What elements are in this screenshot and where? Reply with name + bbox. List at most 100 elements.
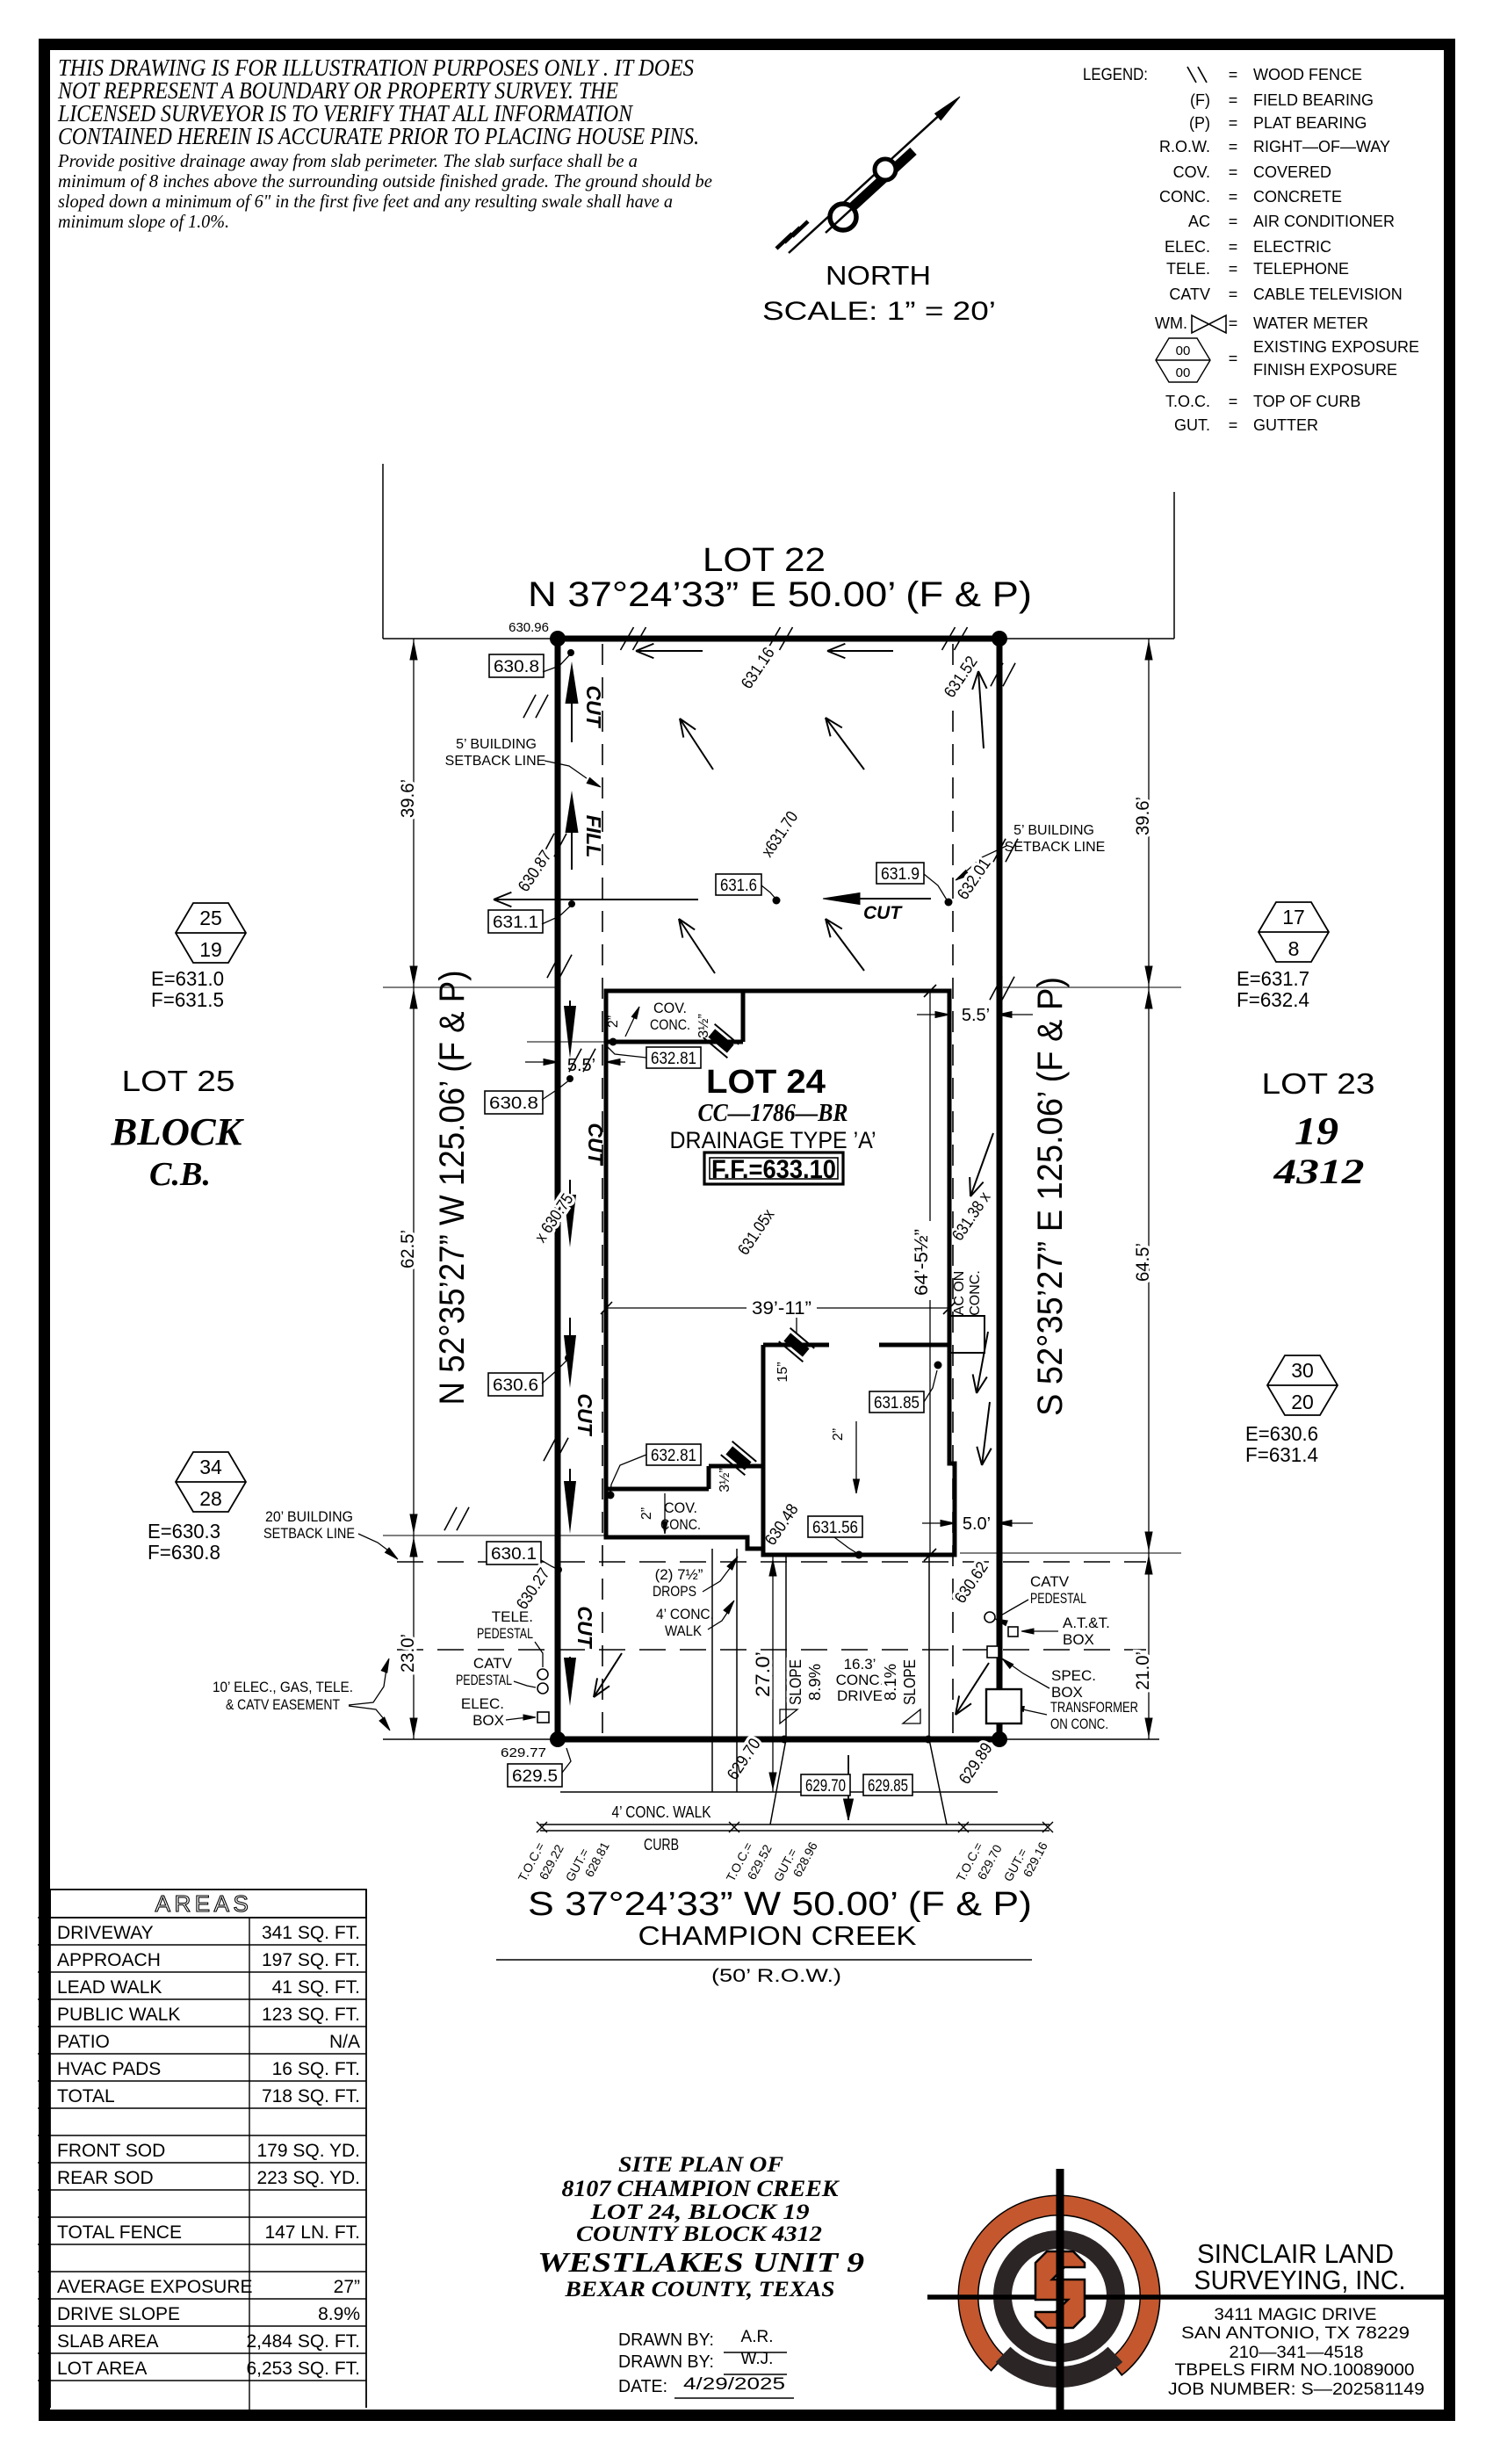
svg-text:CONC.: CONC. bbox=[660, 1516, 701, 1533]
svg-text:DROPS: DROPS bbox=[653, 1583, 696, 1600]
svg-text:20’ BUILDING: 20’ BUILDING bbox=[265, 1508, 353, 1525]
svg-text:ELEC.: ELEC. bbox=[461, 1695, 504, 1712]
svg-text:=: = bbox=[1229, 91, 1238, 109]
svg-text:E=630.6: E=630.6 bbox=[1245, 1422, 1318, 1445]
svg-text:N 37°24’33” E 50.00’ (F & P): N 37°24’33” E 50.00’ (F & P) bbox=[528, 575, 1032, 614]
svg-text:(2) 7½”: (2) 7½” bbox=[655, 1566, 703, 1583]
svg-text:DATE:: DATE: bbox=[618, 2377, 667, 2396]
svg-text:SETBACK LINE: SETBACK LINE bbox=[445, 754, 546, 769]
svg-text:5’ BUILDING: 5’ BUILDING bbox=[456, 737, 537, 752]
svg-text:AC ON: AC ON bbox=[952, 1271, 967, 1316]
svg-text:=: = bbox=[1229, 188, 1238, 206]
svg-text:21.0’: 21.0’ bbox=[1133, 1651, 1153, 1690]
svg-text:DRIVE SLOPE: DRIVE SLOPE bbox=[57, 2304, 180, 2324]
svg-text:E=630.3: E=630.3 bbox=[148, 1520, 220, 1543]
svg-text:TRANSFORMER: TRANSFORMER bbox=[1050, 1699, 1138, 1716]
svg-text:2,484 SQ. FT.: 2,484 SQ. FT. bbox=[246, 2331, 360, 2352]
svg-text:16.3’: 16.3’ bbox=[844, 1656, 876, 1673]
svg-text:(F): (F) bbox=[1190, 91, 1210, 109]
svg-text:DRIVEWAY: DRIVEWAY bbox=[57, 1923, 154, 1943]
svg-text:& CATV EASEMENT: & CATV EASEMENT bbox=[226, 1696, 340, 1713]
svg-text:LOT 22: LOT 22 bbox=[703, 542, 826, 579]
svg-text:630.8: 630.8 bbox=[494, 658, 539, 676]
svg-text:TOP OF CURB: TOP OF CURB bbox=[1253, 393, 1360, 410]
svg-text:sloped down a minimum of 6" in: sloped down a minimum of 6" in the first… bbox=[58, 191, 673, 212]
svg-text:ON CONC.: ON CONC. bbox=[1050, 1716, 1108, 1732]
svg-text:PEDESTAL: PEDESTAL bbox=[1030, 1590, 1086, 1607]
svg-text:CATV: CATV bbox=[1030, 1573, 1070, 1590]
svg-text:LEAD WALK: LEAD WALK bbox=[57, 1977, 162, 1998]
svg-text:SETBACK LINE: SETBACK LINE bbox=[263, 1525, 355, 1542]
svg-text:TOTAL: TOTAL bbox=[57, 2086, 115, 2106]
svg-text:COVERED: COVERED bbox=[1253, 163, 1331, 181]
svg-text:179 SQ. YD.: 179 SQ. YD. bbox=[256, 2141, 360, 2161]
svg-text:632.81: 632.81 bbox=[651, 1447, 696, 1465]
svg-text:629.77: 629.77 bbox=[501, 1745, 546, 1760]
svg-text:631.1: 631.1 bbox=[493, 914, 538, 932]
svg-text:(50’ R.O.W.): (50’ R.O.W.) bbox=[711, 1966, 841, 1986]
svg-text:39.6’: 39.6’ bbox=[398, 779, 418, 818]
svg-text:TBPELS FIRM NO.10089000: TBPELS FIRM NO.10089000 bbox=[1175, 2361, 1415, 2380]
svg-text:631.85: 631.85 bbox=[874, 1394, 920, 1413]
svg-text:=: = bbox=[1229, 260, 1238, 278]
svg-text:64.5’: 64.5’ bbox=[1133, 1243, 1153, 1282]
svg-text:629.70: 629.70 bbox=[805, 1777, 846, 1796]
svg-text:COUNTY BLOCK 4312: COUNTY BLOCK 4312 bbox=[576, 2222, 822, 2246]
svg-text:=: = bbox=[1229, 138, 1238, 155]
svg-text:JOB NUMBER: S—202581149: JOB NUMBER: S—202581149 bbox=[1168, 2381, 1424, 2399]
svg-text:WATER METER: WATER METER bbox=[1253, 314, 1368, 332]
svg-text:CONTAINED HEREIN IS ACCURATE P: CONTAINED HEREIN IS ACCURATE PRIOR TO PL… bbox=[58, 123, 699, 149]
svg-text:6,253 SQ. FT.: 6,253 SQ. FT. bbox=[246, 2359, 360, 2379]
svg-text:TELE.: TELE. bbox=[1166, 260, 1210, 278]
svg-text:=: = bbox=[1229, 114, 1238, 132]
svg-text:REAR SOD: REAR SOD bbox=[57, 2168, 154, 2188]
svg-text:CURB: CURB bbox=[644, 1836, 679, 1853]
svg-text:SPEC.: SPEC. bbox=[1051, 1667, 1096, 1684]
svg-text:LOT 24, BLOCK 19: LOT 24, BLOCK 19 bbox=[589, 2200, 810, 2224]
svg-text:PATIO: PATIO bbox=[57, 2032, 110, 2052]
svg-text:BOX: BOX bbox=[472, 1712, 504, 1729]
svg-text:41 SQ. FT.: 41 SQ. FT. bbox=[272, 1977, 360, 1998]
svg-text:15”: 15” bbox=[775, 1362, 790, 1382]
svg-text:CATV: CATV bbox=[1169, 285, 1210, 303]
svg-text:4/29/2025: 4/29/2025 bbox=[683, 2375, 785, 2394]
svg-text:=: = bbox=[1229, 285, 1238, 303]
svg-text:CUT: CUT bbox=[573, 1393, 596, 1436]
svg-text:2”: 2” bbox=[606, 1015, 621, 1028]
svg-text:SITE PLAN OF: SITE PLAN OF bbox=[618, 2153, 783, 2177]
svg-text:THIS DRAWING IS FOR ILLUSTRATI: THIS DRAWING IS FOR ILLUSTRATION PURPOSE… bbox=[58, 54, 694, 81]
svg-text:AC: AC bbox=[1188, 213, 1210, 230]
svg-text:Provide positive drainage away: Provide positive drainage away from slab… bbox=[57, 150, 638, 171]
svg-text:RIGHT—OF—WAY: RIGHT—OF—WAY bbox=[1253, 138, 1390, 155]
svg-text:39’-11”: 39’-11” bbox=[752, 1298, 811, 1319]
svg-text:BOX: BOX bbox=[1051, 1684, 1083, 1701]
svg-text:=: = bbox=[1229, 238, 1238, 256]
svg-text:F=630.8: F=630.8 bbox=[148, 1541, 220, 1564]
svg-text:LOT 25: LOT 25 bbox=[122, 1065, 235, 1097]
svg-text:APPROACH: APPROACH bbox=[57, 1950, 161, 1970]
svg-text:CONCRETE: CONCRETE bbox=[1253, 188, 1342, 206]
svg-text:8.1%: 8.1% bbox=[882, 1664, 899, 1701]
svg-text:3½”: 3½” bbox=[718, 1468, 732, 1492]
svg-text:3½”: 3½” bbox=[696, 1014, 711, 1038]
svg-text:BEXAR COUNTY, TEXAS: BEXAR COUNTY, TEXAS bbox=[564, 2278, 834, 2301]
svg-text:LOT AREA: LOT AREA bbox=[57, 2359, 147, 2379]
svg-text:5.5’: 5.5’ bbox=[567, 1056, 595, 1075]
svg-text:631.56: 631.56 bbox=[812, 1519, 858, 1537]
svg-text:CONC.: CONC. bbox=[1159, 188, 1210, 206]
svg-text:AREAS: AREAS bbox=[155, 1890, 253, 1917]
svg-text:COV.: COV. bbox=[653, 1000, 687, 1016]
svg-text:minimum slope of 1.0%.: minimum slope of 1.0%. bbox=[58, 211, 229, 232]
svg-text:CONC.: CONC. bbox=[650, 1016, 690, 1033]
svg-text:FIELD BEARING: FIELD BEARING bbox=[1253, 91, 1374, 109]
svg-text:GUT.: GUT. bbox=[1174, 416, 1210, 434]
svg-text:FINISH EXPOSURE: FINISH EXPOSURE bbox=[1253, 361, 1397, 379]
svg-text:PEDESTAL: PEDESTAL bbox=[477, 1625, 533, 1642]
svg-text:TELE.: TELE. bbox=[492, 1608, 533, 1625]
svg-text:HVAC PADS: HVAC PADS bbox=[57, 2059, 161, 2079]
svg-text:=: = bbox=[1229, 314, 1238, 332]
svg-text:CUT: CUT bbox=[573, 1606, 596, 1649]
svg-text:LOT 23: LOT 23 bbox=[1262, 1067, 1375, 1100]
svg-text:TOTAL FENCE: TOTAL FENCE bbox=[57, 2222, 182, 2243]
svg-text:197 SQ. FT.: 197 SQ. FT. bbox=[262, 1950, 360, 1970]
